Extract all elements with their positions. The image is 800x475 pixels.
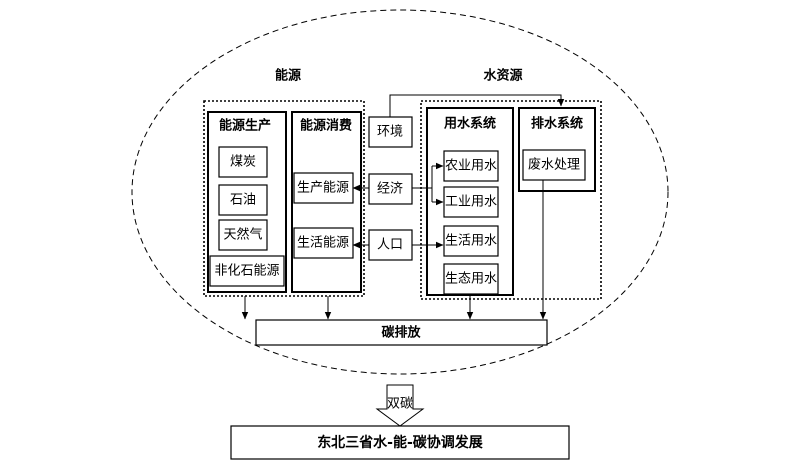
agricultural-water-box xyxy=(443,150,499,182)
industrial-water-box xyxy=(443,186,499,218)
environment-to-drainage-arrow xyxy=(389,94,565,117)
wastewater-treatment-label: 废水处理 xyxy=(528,157,580,173)
carbon-emission-label: 碳排放 xyxy=(381,325,421,341)
system-boundary-ellipse xyxy=(131,9,669,375)
non-fossil-energy-label: 非化石能源 xyxy=(214,264,279,279)
industrial-water-label: 工业用水 xyxy=(445,195,497,210)
coal-label: 煤炭 xyxy=(230,155,256,170)
dual-carbon-label: 双碳 xyxy=(387,397,413,412)
population-label: 人口 xyxy=(377,238,403,253)
coordinated-development-label: 东北三省水-能-碳协调发展 xyxy=(317,434,483,451)
energy-consumption-box xyxy=(291,111,362,293)
coal-box xyxy=(218,146,268,178)
energy-production-box xyxy=(207,111,287,293)
water-use-system-title: 用水系统 xyxy=(443,116,496,132)
ecological-water-box xyxy=(443,263,499,295)
economy-label: 经济 xyxy=(377,182,403,197)
living-energy-label: 生活能源 xyxy=(297,236,349,251)
drainage-system-box xyxy=(518,107,596,192)
non-fossil-energy-box xyxy=(209,255,285,287)
carbon-emission-box xyxy=(255,319,548,346)
natural-gas-label: 天然气 xyxy=(223,227,262,243)
wastewater-treatment-box xyxy=(522,149,586,181)
natural-gas-box xyxy=(218,219,268,251)
environment-label: 环境 xyxy=(377,125,403,140)
energy-consumption-title: 能源消费 xyxy=(300,118,352,134)
domestic-water-box xyxy=(443,225,499,257)
ecological-water-label: 生态用水 xyxy=(445,272,497,287)
production-energy-label: 生产能源 xyxy=(297,181,349,196)
energy-region-box xyxy=(203,100,365,297)
water-region-box xyxy=(420,100,602,300)
energy-production-title: 能源生产 xyxy=(219,118,271,134)
economy-box xyxy=(368,173,413,205)
dual-carbon-block-arrow xyxy=(375,384,425,427)
drainage-system-title: 排水系统 xyxy=(531,116,583,132)
production-energy-box xyxy=(293,172,354,204)
oil-box xyxy=(218,184,268,216)
coordinated-development-box xyxy=(230,425,570,460)
water-resources-region-label: 水资源 xyxy=(483,68,522,84)
environment-box xyxy=(368,116,413,148)
energy-region-label: 能源 xyxy=(275,68,301,84)
oil-label: 石油 xyxy=(230,193,256,208)
agricultural-water-label: 农业用水 xyxy=(445,159,497,174)
living-energy-box xyxy=(293,227,354,259)
domestic-water-label: 生活用水 xyxy=(445,234,497,249)
